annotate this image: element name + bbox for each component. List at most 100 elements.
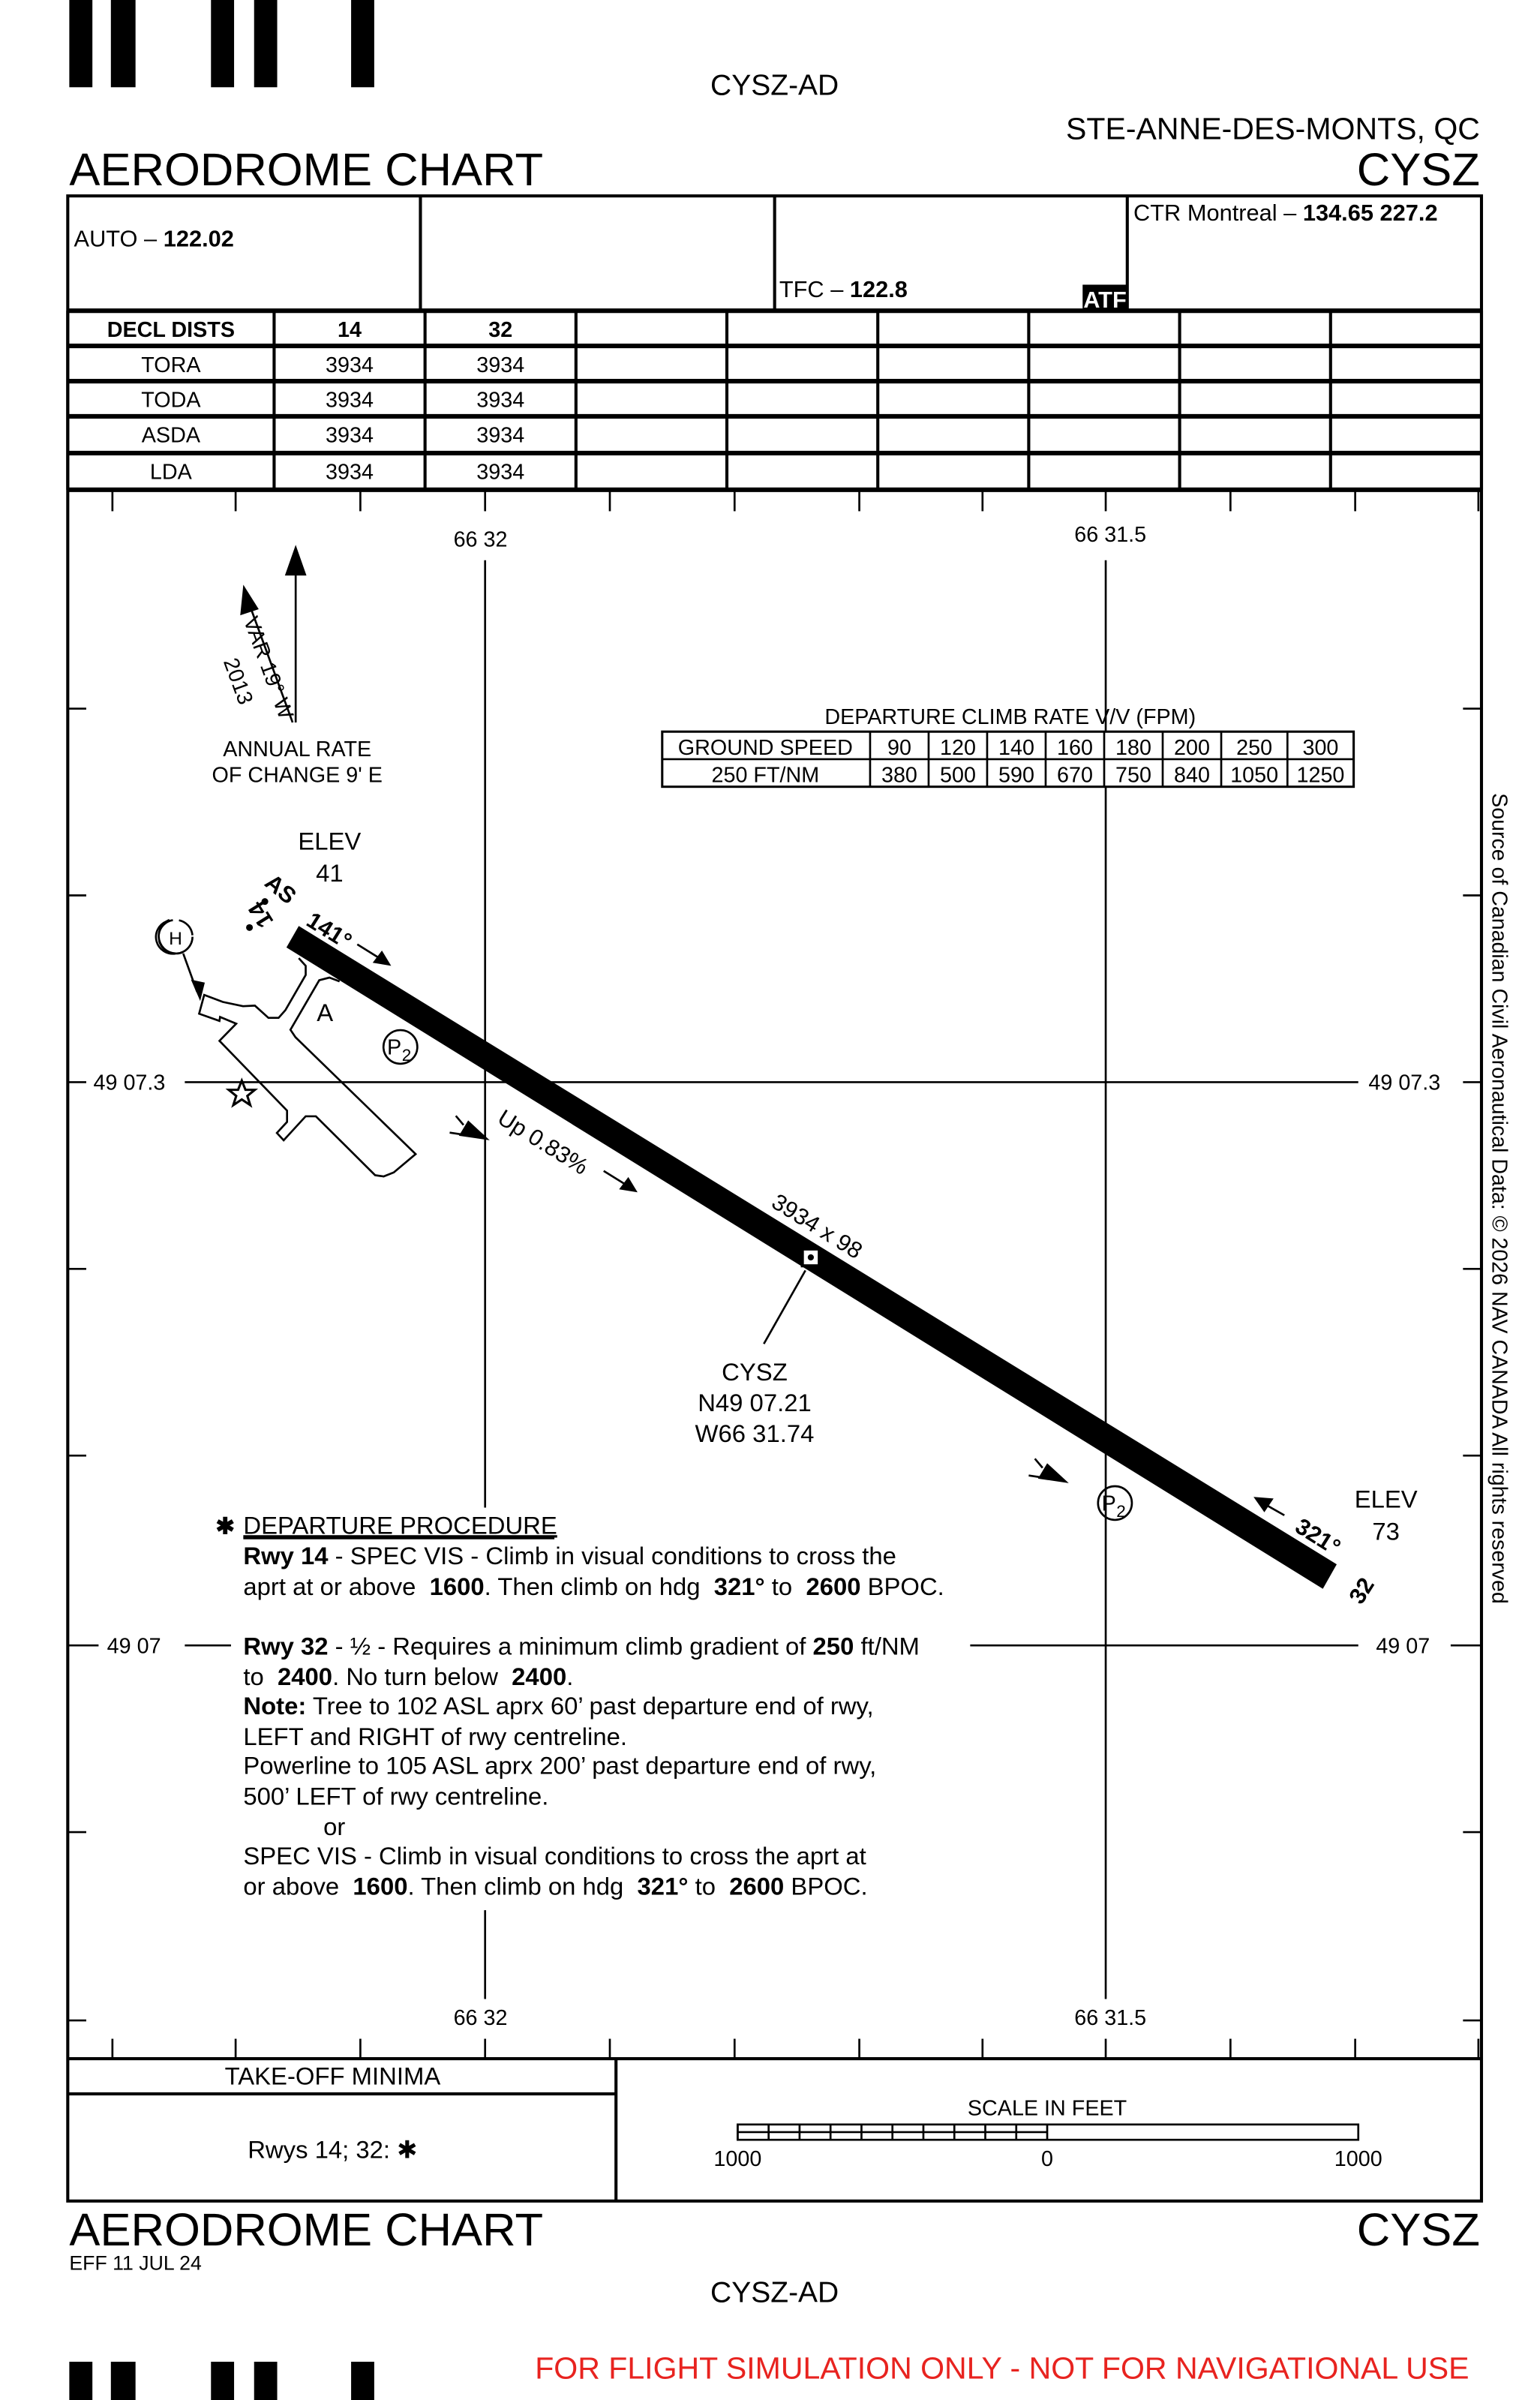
procedure-text: aprt at or above [243, 1572, 429, 1600]
procedure-text: . Then climb on hdg [485, 1572, 714, 1600]
procedure-bold-text: 1600 [353, 1873, 407, 1900]
runway-32-label: 32 [1343, 1572, 1379, 1608]
location-name: STE-ANNE-DES-MONTS, QC [1066, 112, 1480, 146]
north-arrow-icon [284, 545, 307, 722]
procedure-bold-text: 321° [714, 1572, 765, 1600]
heliport-icon [155, 918, 206, 1002]
scale-bar [737, 2123, 1360, 2141]
procedure-text: or above [243, 1873, 353, 1900]
apron-taxiway [197, 957, 418, 1178]
decl-row-label: TODA [141, 389, 201, 413]
beacon-star-icon [225, 1077, 259, 1108]
ground-speed-cell: 120 [940, 736, 976, 760]
arp-ident: CYSZ [722, 1358, 788, 1386]
elev-32-value: 73 [1372, 1518, 1400, 1545]
threshold-light-dot [261, 898, 269, 906]
procedure-bold-text: 2600 [806, 1572, 860, 1600]
svg-text:P: P [1102, 1492, 1116, 1516]
decl-value-cell: 3934 [326, 389, 374, 413]
frequency-box: AUTO – 122.02 TFC – 122.8 ATF CTR Montre… [74, 196, 1438, 313]
procedure-text: to [765, 1572, 806, 1600]
scale-title: SCALE IN FEET [968, 2097, 1127, 2121]
decl-value-cell: 3934 [476, 461, 524, 485]
climb-table-title: DEPARTURE CLIMB RATE V/V (FPM) [824, 705, 1196, 729]
decl-row-label: ASDA [142, 424, 201, 448]
parking-p2-icon: P 2 [1097, 1485, 1133, 1521]
procedure-bold-text: 2400 [512, 1663, 566, 1690]
doc-id-top: CYSZ-AD [710, 70, 839, 102]
climb-row-label: GROUND SPEED [678, 736, 853, 760]
decl-row-label: TORA [141, 353, 201, 377]
heading-arrow-14-icon [356, 943, 392, 966]
arp-latitude: N49 07.21 [698, 1389, 812, 1416]
tfc-frequency: TFC – 122.8 [779, 276, 908, 302]
departure-procedure-title: DEPARTURE PROCEDURE [243, 1511, 557, 1539]
procedure-text: Powerline to 105 ASL aprx 200’ past depa… [243, 1752, 876, 1780]
decl-value-cell: 3934 [476, 353, 524, 377]
procedure-text: . Then climb on hdg [407, 1873, 637, 1900]
annual-rate-line1: ANNUAL RATE [223, 737, 371, 761]
parallel-label-north-left: 49 07.3 [94, 1071, 166, 1095]
climb-rate-cell: 380 [881, 764, 917, 788]
decl-header-cell: 32 [488, 318, 512, 342]
departure-procedure-text: Rwy 14 - SPEC VIS - Climb in visual cond… [243, 1542, 944, 1900]
procedure-bold-text: 2400 [278, 1663, 332, 1690]
climb-rate-cell: 840 [1174, 764, 1210, 788]
slope-arrow-icon [603, 1170, 638, 1193]
procedure-text: BPOC. [784, 1873, 867, 1900]
ground-speed-cell: 140 [998, 736, 1034, 760]
procedure-text: - SPEC VIS - Climb in visual conditions … [329, 1542, 896, 1569]
parking-p2-icon: P 2 [382, 1029, 419, 1065]
procedure-bold-text: 250 [813, 1633, 854, 1660]
procedure-line: Rwy 14 - SPEC VIS - Climb in visual cond… [243, 1542, 896, 1569]
annual-rate-line2: OF CHANGE 9' E [212, 764, 383, 788]
approach-arrow-icon [1028, 1458, 1069, 1483]
climb-rate-cell: 1250 [1296, 764, 1344, 788]
climb-row-label: 250 FT/NM [711, 764, 819, 788]
variation-label: VAR 19° W [239, 614, 298, 722]
decl-header-cell: DECL DISTS [107, 318, 235, 342]
procedure-bold-text: 1600 [430, 1572, 485, 1600]
elev-32-label: ELEV [1355, 1485, 1418, 1513]
procedure-line: or above 1600. Then climb on hdg 321° to… [243, 1873, 867, 1900]
bottom-tick-row [111, 2038, 1480, 2059]
procedure-text: ft/NM [854, 1633, 920, 1660]
elev-14-value: 41 [316, 859, 344, 887]
ground-speed-cell: 200 [1174, 736, 1210, 760]
top-tick-row [111, 489, 1480, 512]
procedure-line: 500’ LEFT of rwy centreline. [243, 1782, 548, 1810]
svg-text:2: 2 [1116, 1502, 1126, 1521]
takeoff-minima-title: TAKE-OFF MINIMA [225, 2062, 441, 2090]
meridian-label-west-top: 66 32 [454, 527, 508, 551]
climb-rate-cell: 590 [998, 764, 1034, 788]
procedure-text: to [243, 1663, 278, 1690]
parallel-label-north-right: 49 07.3 [1368, 1071, 1440, 1095]
climb-rate-cell: 1050 [1230, 764, 1278, 788]
climb-rate-cell: 500 [940, 764, 976, 788]
decl-row-label: LDA [150, 461, 193, 485]
effective-date: EFF 11 JUL 24 [69, 2252, 202, 2275]
scale-label-left: 1000 [713, 2147, 761, 2171]
meridian-label-east-top: 66 31.5 [1074, 523, 1146, 547]
binding-marks-top [69, 0, 374, 88]
simulation-disclaimer: FOR FLIGHT SIMULATION ONLY - NOT FOR NAV… [535, 2351, 1469, 2386]
procedure-text: LEFT and RIGHT of rwy centreline. [243, 1723, 627, 1750]
procedure-line: Note: Tree to 102 ASL aprx 60’ past depa… [243, 1692, 873, 1720]
procedure-line: to 2400. No turn below 2400. [243, 1663, 573, 1690]
doc-id-bottom: CYSZ-AD [710, 2277, 839, 2309]
airport-ident: CYSZ [1357, 144, 1480, 196]
approach-arrow-icon [449, 1115, 490, 1140]
heliport-label: H [169, 929, 182, 949]
procedure-line: LEFT and RIGHT of rwy centreline. [243, 1723, 627, 1750]
footer-ident: CYSZ [1357, 2204, 1480, 2256]
scale-label-right: 1000 [1334, 2147, 1382, 2171]
parallel-label-south-left: 49 07 [107, 1634, 161, 1658]
binding-marks-bottom [69, 2361, 374, 2400]
arp-longitude: W66 31.74 [695, 1419, 815, 1447]
procedure-line: SPEC VIS - Climb in visual conditions to… [243, 1842, 866, 1870]
lat-long-grid [68, 560, 1481, 1999]
procedure-line: Rwy 32 - ½ - Requires a minimum climb gr… [243, 1633, 920, 1660]
heading-arrow-32-icon [1253, 1497, 1285, 1516]
ctr-frequency: CTR Montreal – 134.65 227.2 [1133, 200, 1438, 226]
